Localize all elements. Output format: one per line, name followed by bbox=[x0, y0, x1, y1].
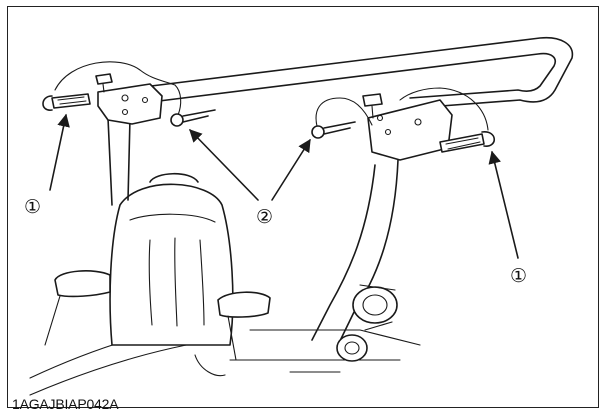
arrow-c2-left bbox=[189, 129, 259, 201]
callout-1-left: ① bbox=[24, 197, 41, 218]
right-snap-pin bbox=[311, 97, 373, 139]
arrow-c1-right bbox=[488, 150, 519, 259]
operator-seat bbox=[44, 172, 271, 377]
rops-right-upright bbox=[311, 159, 399, 362]
left-hitch-pin bbox=[42, 61, 176, 111]
callout-1-right: ① bbox=[510, 266, 527, 287]
figure-frame bbox=[7, 6, 599, 408]
figure-code: 1AGAJBIAP042A bbox=[12, 396, 119, 412]
right-hitch-pin bbox=[399, 87, 496, 153]
callout-arrows bbox=[49, 113, 519, 259]
rops-left-upright bbox=[107, 117, 131, 206]
arrow-c2-right bbox=[271, 138, 311, 201]
right-hinge-bracket bbox=[362, 93, 453, 161]
left-hinge-bracket bbox=[95, 73, 163, 125]
left-snap-pin bbox=[170, 84, 216, 127]
rops-top-hoop bbox=[134, 36, 574, 109]
callout-2: ② bbox=[256, 207, 273, 228]
arrow-c1-left bbox=[49, 113, 70, 191]
